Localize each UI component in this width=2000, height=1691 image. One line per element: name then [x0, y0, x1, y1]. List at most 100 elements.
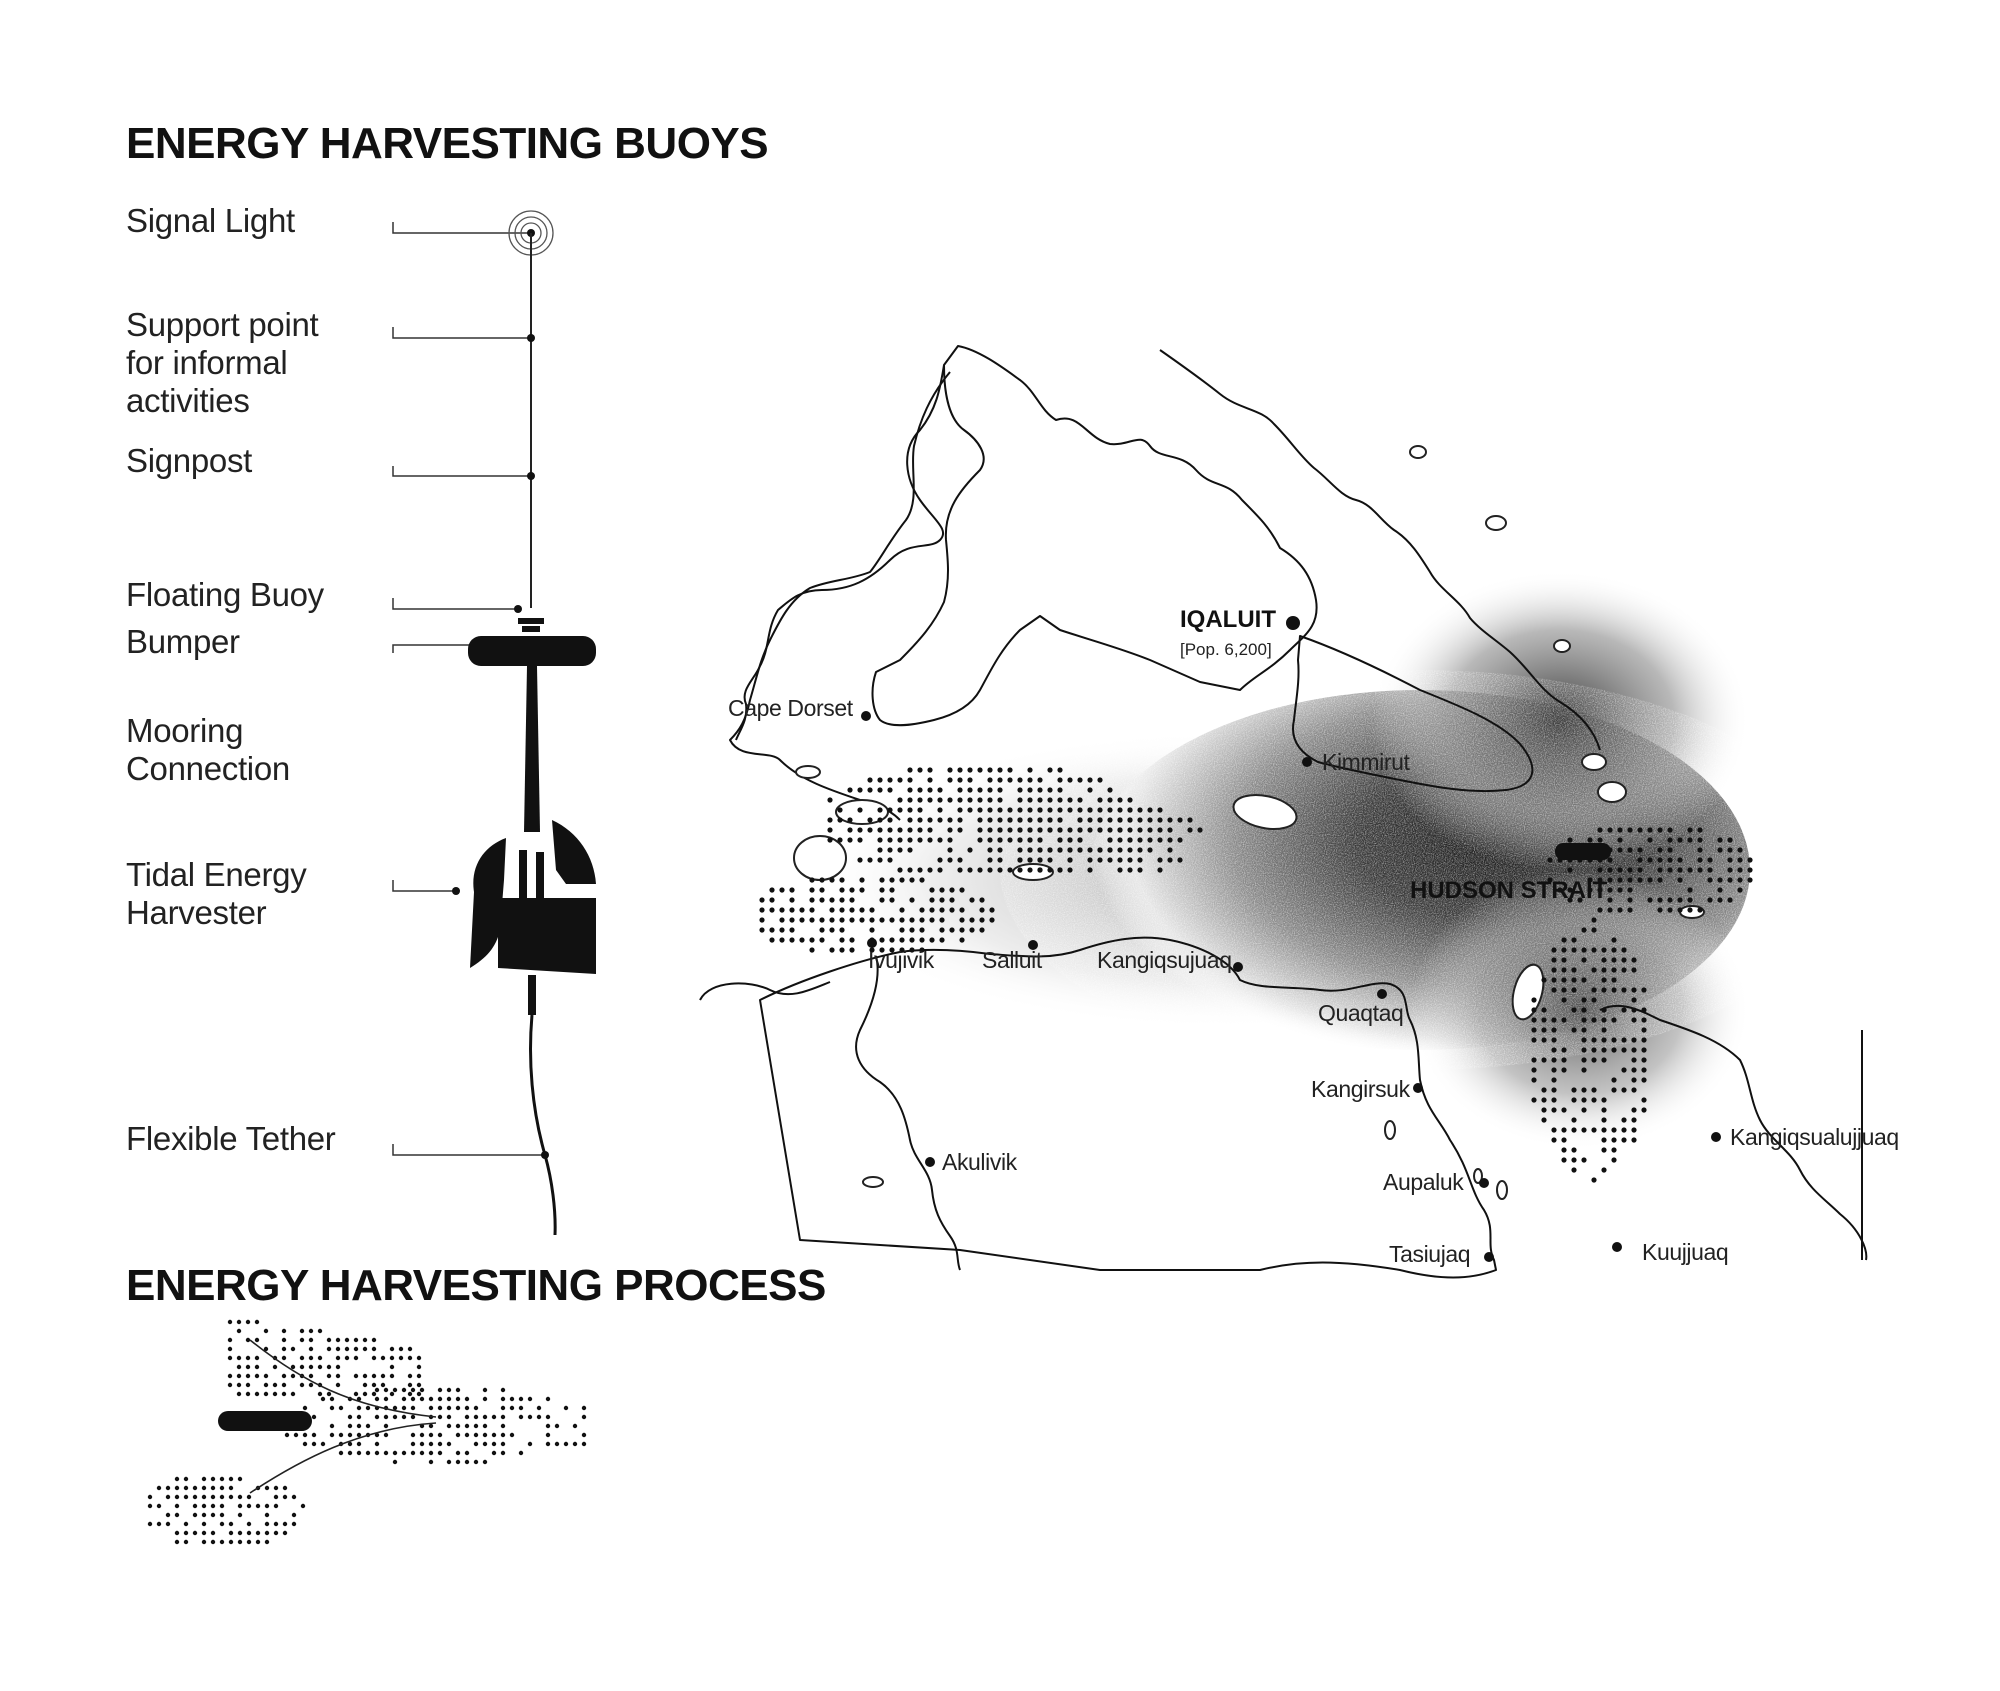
- current-dot: [371, 1355, 377, 1361]
- current-dot: [389, 1373, 395, 1379]
- current-dot: [1657, 897, 1663, 903]
- current-dot: [869, 917, 875, 923]
- current-dot: [869, 947, 875, 953]
- current-dot: [1047, 817, 1053, 823]
- current-dot: [210, 1512, 216, 1518]
- current-dot: [1571, 1097, 1577, 1103]
- current-dot: [897, 837, 903, 843]
- current-dot: [428, 1396, 434, 1402]
- current-dot: [969, 897, 975, 903]
- current-dot: [1087, 867, 1093, 873]
- current-dot: [1607, 867, 1613, 873]
- current-dot: [1007, 827, 1013, 833]
- current-dot: [338, 1432, 344, 1438]
- current-dot: [437, 1432, 443, 1438]
- current-dot: [455, 1387, 461, 1393]
- current-dot: [1601, 1107, 1607, 1113]
- current-dot: [1591, 1017, 1597, 1023]
- current-dot: [879, 897, 885, 903]
- current-dot: [347, 1423, 353, 1429]
- current-dot: [1631, 1007, 1637, 1013]
- current-dot: [879, 877, 885, 883]
- current-dot: [302, 1405, 308, 1411]
- current-dot: [907, 807, 913, 813]
- current-dot: [1187, 827, 1193, 833]
- current-dot: [210, 1476, 216, 1482]
- current-dot: [959, 937, 965, 943]
- current-dot: [156, 1485, 162, 1491]
- current-dot: [939, 887, 945, 893]
- current-dot: [1641, 1097, 1647, 1103]
- current-dot: [392, 1459, 398, 1465]
- current-dot: [192, 1485, 198, 1491]
- current-dot: [1037, 787, 1043, 793]
- current-dot: [545, 1432, 551, 1438]
- current-dot: [347, 1432, 353, 1438]
- current-dot: [1737, 867, 1743, 873]
- current-dot: [1027, 787, 1033, 793]
- current-dot: [338, 1405, 344, 1411]
- current-dot: [237, 1476, 243, 1482]
- current-dot: [1581, 1097, 1587, 1103]
- current-dot: [949, 887, 955, 893]
- current-dot: [356, 1405, 362, 1411]
- buoy-illustration: [452, 210, 596, 1236]
- current-dot: [1531, 1037, 1537, 1043]
- current-dot: [1077, 817, 1083, 823]
- current-dot: [769, 907, 775, 913]
- current-dot: [392, 1387, 398, 1393]
- current-dot: [1097, 857, 1103, 863]
- current-dot: [1611, 1017, 1617, 1023]
- current-dot: [907, 817, 913, 823]
- current-dot: [1117, 867, 1123, 873]
- current-dot: [1581, 977, 1587, 983]
- current-dot: [1117, 827, 1123, 833]
- current-dot: [1627, 847, 1633, 853]
- current-dot: [464, 1432, 470, 1438]
- current-dot: [759, 927, 765, 933]
- current-dot: [335, 1346, 341, 1352]
- flow-line-lower: [249, 1422, 437, 1494]
- current-dot: [809, 947, 815, 953]
- current-dot: [383, 1396, 389, 1402]
- current-dot: [1097, 797, 1103, 803]
- current-dot: [899, 907, 905, 913]
- current-dot: [1561, 1017, 1567, 1023]
- current-dot: [1707, 897, 1713, 903]
- svg-text:Kangirsuk: Kangirsuk: [1311, 1076, 1411, 1102]
- current-dot: [877, 777, 883, 783]
- current-dot: [1641, 1077, 1647, 1083]
- current-dot: [392, 1414, 398, 1420]
- current-dot: [1571, 1027, 1577, 1033]
- current-dot: [1541, 1027, 1547, 1033]
- current-dot: [1627, 887, 1633, 893]
- current-dot: [887, 807, 893, 813]
- current-dot: [1631, 1087, 1637, 1093]
- label-floating-buoy: Floating Buoy: [126, 576, 325, 613]
- current-dot: [255, 1539, 261, 1545]
- current-dot: [937, 837, 943, 843]
- current-dot: [1057, 777, 1063, 783]
- current-dot: [509, 1396, 515, 1402]
- current-dot: [1107, 827, 1113, 833]
- current-dot: [1017, 837, 1023, 843]
- current-dot: [1027, 797, 1033, 803]
- current-dot: [347, 1414, 353, 1420]
- current-dot: [1561, 1067, 1567, 1073]
- current-dot: [1581, 1027, 1587, 1033]
- current-dot: [380, 1382, 386, 1388]
- current-dot: [410, 1441, 416, 1447]
- current-dot: [1687, 867, 1693, 873]
- current-dot: [1637, 857, 1643, 863]
- current-dot: [1641, 1007, 1647, 1013]
- current-dot: [1617, 907, 1623, 913]
- current-dot: [254, 1373, 260, 1379]
- current-dot: [1707, 877, 1713, 883]
- current-dot: [374, 1396, 380, 1402]
- current-dot: [997, 867, 1003, 873]
- current-dot: [1127, 827, 1133, 833]
- current-dot: [228, 1530, 234, 1536]
- current-dot: [210, 1503, 216, 1509]
- current-dot: [789, 927, 795, 933]
- current-dot: [1047, 797, 1053, 803]
